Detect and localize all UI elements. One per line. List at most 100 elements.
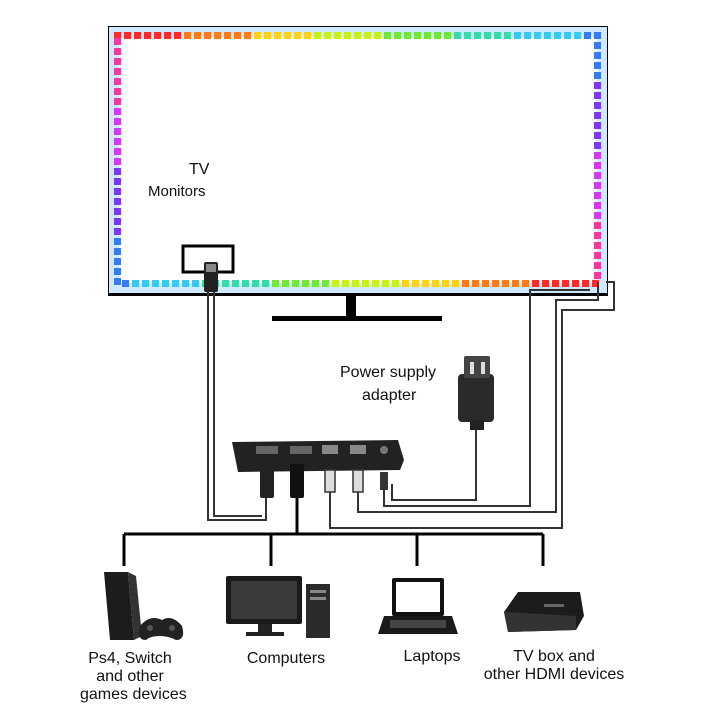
led-segment xyxy=(594,92,601,99)
led-segment xyxy=(294,32,301,39)
led-segment xyxy=(524,32,531,39)
led-segment xyxy=(594,142,601,149)
led-segment xyxy=(172,280,179,287)
device-label-line: Ps4, Switch xyxy=(88,650,172,667)
device-label-line: Computers xyxy=(246,650,326,667)
led-segment xyxy=(142,280,149,287)
led-segment xyxy=(164,32,171,39)
led-segment xyxy=(114,268,121,275)
usb-plug-icon xyxy=(204,262,218,292)
led-segment xyxy=(494,32,501,39)
led-segment xyxy=(404,32,411,39)
led-segment xyxy=(332,280,339,287)
led-segment xyxy=(544,32,551,39)
led-segment xyxy=(114,68,121,75)
led-segment xyxy=(264,32,271,39)
led-segment xyxy=(594,162,601,169)
led-segment xyxy=(184,32,191,39)
led-segment xyxy=(594,42,601,49)
led-segment xyxy=(492,280,499,287)
led-segment xyxy=(114,238,121,245)
led-segment xyxy=(594,102,601,109)
led-segment xyxy=(114,78,121,85)
led-segment xyxy=(312,280,319,287)
device-label-computers: Computers xyxy=(236,650,336,668)
led-segment xyxy=(572,280,579,287)
laptop-icon xyxy=(378,578,458,634)
led-segment xyxy=(194,32,201,39)
led-segment xyxy=(594,172,601,179)
hdmi-plug-icon xyxy=(260,464,304,498)
led-segment xyxy=(594,252,601,259)
game-console-icon xyxy=(104,572,184,640)
led-segment xyxy=(292,280,299,287)
led-segment xyxy=(542,280,549,287)
led-strip xyxy=(109,27,607,293)
led-segment xyxy=(114,168,121,175)
led-segment xyxy=(474,32,481,39)
led-segment xyxy=(594,202,601,209)
power-supply-label: Power supply xyxy=(340,364,437,381)
led-segment xyxy=(594,52,601,59)
led-segment xyxy=(214,32,221,39)
monitors-label: Monitors xyxy=(148,183,206,200)
led-segment xyxy=(114,218,121,225)
tv-stand-neck xyxy=(346,294,356,320)
led-segment xyxy=(114,158,121,165)
led-segment xyxy=(174,32,181,39)
led-segment xyxy=(114,138,121,145)
led-segment xyxy=(154,32,161,39)
sync-box-icon xyxy=(232,440,404,472)
led-segment xyxy=(114,128,121,135)
led-segment xyxy=(182,280,189,287)
led-segment xyxy=(114,38,121,45)
tv-stand-base xyxy=(272,316,442,321)
led-segment xyxy=(234,32,241,39)
led-segment xyxy=(252,280,259,287)
led-segment xyxy=(232,280,239,287)
led-segment xyxy=(382,280,389,287)
led-segment xyxy=(122,280,129,287)
led-segment xyxy=(534,32,541,39)
led-segment xyxy=(594,72,601,79)
led-segment xyxy=(412,280,419,287)
device-label-line: and other xyxy=(96,668,164,685)
led-segment xyxy=(594,232,601,239)
led-segment xyxy=(114,258,121,265)
led-segment xyxy=(482,280,489,287)
led-segment xyxy=(282,280,289,287)
led-segment xyxy=(334,32,341,39)
led-segment xyxy=(302,280,309,287)
led-segment xyxy=(594,222,601,229)
device-label-line: Laptops xyxy=(403,648,461,665)
led-segment xyxy=(424,32,431,39)
cables xyxy=(207,281,615,529)
led-segment xyxy=(594,122,601,129)
hdmi-bus xyxy=(122,498,545,566)
led-segment xyxy=(432,280,439,287)
led-segment xyxy=(564,32,571,39)
led-segment xyxy=(114,118,121,125)
led-segment xyxy=(594,32,601,39)
led-segment xyxy=(454,32,461,39)
device-label-line: TV box and xyxy=(513,648,595,665)
led-segment xyxy=(114,58,121,65)
led-segment xyxy=(272,280,279,287)
led-segment xyxy=(502,280,509,287)
led-segment xyxy=(374,32,381,39)
led-segment xyxy=(204,32,211,39)
led-segment xyxy=(594,182,601,189)
led-segment xyxy=(114,98,121,105)
led-segment xyxy=(384,32,391,39)
tv-box-icon xyxy=(504,592,584,632)
device-label-tv-box: TV box and other HDMI devices xyxy=(474,648,634,684)
led-segment xyxy=(114,278,121,285)
led-segment xyxy=(262,280,269,287)
led-segment xyxy=(114,148,121,155)
led-segment xyxy=(582,280,589,287)
led-segment xyxy=(394,32,401,39)
led-segment xyxy=(594,112,601,119)
led-segment xyxy=(462,280,469,287)
led-segment xyxy=(594,242,601,249)
